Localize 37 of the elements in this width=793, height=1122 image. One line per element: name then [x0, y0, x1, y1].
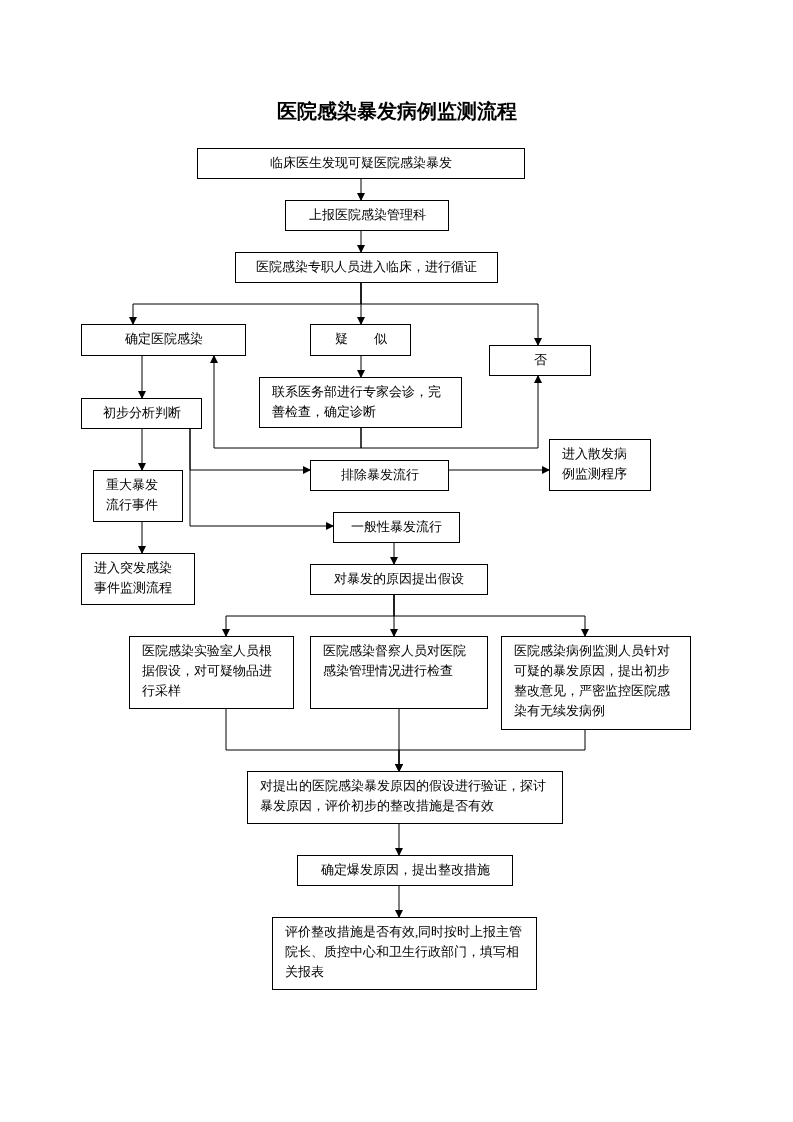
process-box: 排除暴发流行 [310, 460, 449, 491]
process-box: 评价整改措施是否有效,同时按时上报主管院长、质控中心和卫生行政部门，填写相关报表 [272, 917, 537, 990]
process-box: 确定医院感染 [81, 324, 246, 356]
arrow [189, 428, 334, 530]
arrow [448, 466, 550, 474]
arrow [138, 521, 146, 554]
process-box: 医院感染实验室人员根据假设，对可疑物品进行采样 [129, 636, 294, 709]
diagram-title: 医院感染暴发病例监测流程 [276, 99, 517, 124]
process-box: 进入散发病例监测程序 [549, 439, 651, 491]
process-box: 初步分析判断 [81, 398, 202, 429]
process-box: 对提出的医院感染暴发原因的假设进行验证，探讨暴发原因，评价初步的整改措施是否有效 [247, 771, 563, 824]
arrow [395, 885, 403, 918]
process-box: 进入突发感染事件监测流程 [81, 553, 195, 605]
arrow [210, 355, 362, 449]
arrow [357, 178, 365, 201]
process-box: 医院感染病例监测人员针对可疑的暴发原因，提出初步整改意见，严密监控医院感染有无续发病例 [501, 636, 691, 730]
process-box: 上报医院感染管理科 [285, 200, 449, 231]
arrow [360, 375, 542, 449]
arrow [138, 428, 146, 471]
process-box: 疑 似 [310, 324, 411, 356]
process-box: 临床医生发现可疑医院感染暴发 [197, 148, 525, 179]
process-box: 联系医务部进行专家会诊，完善检查，确定诊断 [259, 377, 462, 428]
process-box: 重大暴发流行事件 [93, 470, 183, 522]
arrow [357, 355, 365, 378]
arrow [357, 230, 365, 253]
arrow [138, 355, 146, 399]
process-box: 对暴发的原因提出假设 [310, 564, 488, 595]
arrow [390, 542, 398, 565]
process-box: 医院感染督察人员对医院感染管理情况进行检查 [310, 636, 488, 709]
arrow [360, 282, 542, 346]
arrow [395, 823, 403, 856]
arrow [395, 729, 586, 772]
process-box: 确定爆发原因，提出整改措施 [297, 855, 513, 886]
arrow [393, 594, 589, 637]
process-box: 否 [489, 345, 591, 376]
process-box: 一般性暴发流行 [333, 512, 460, 543]
process-box: 医院感染专职人员进入临床，进行循证 [235, 252, 498, 283]
